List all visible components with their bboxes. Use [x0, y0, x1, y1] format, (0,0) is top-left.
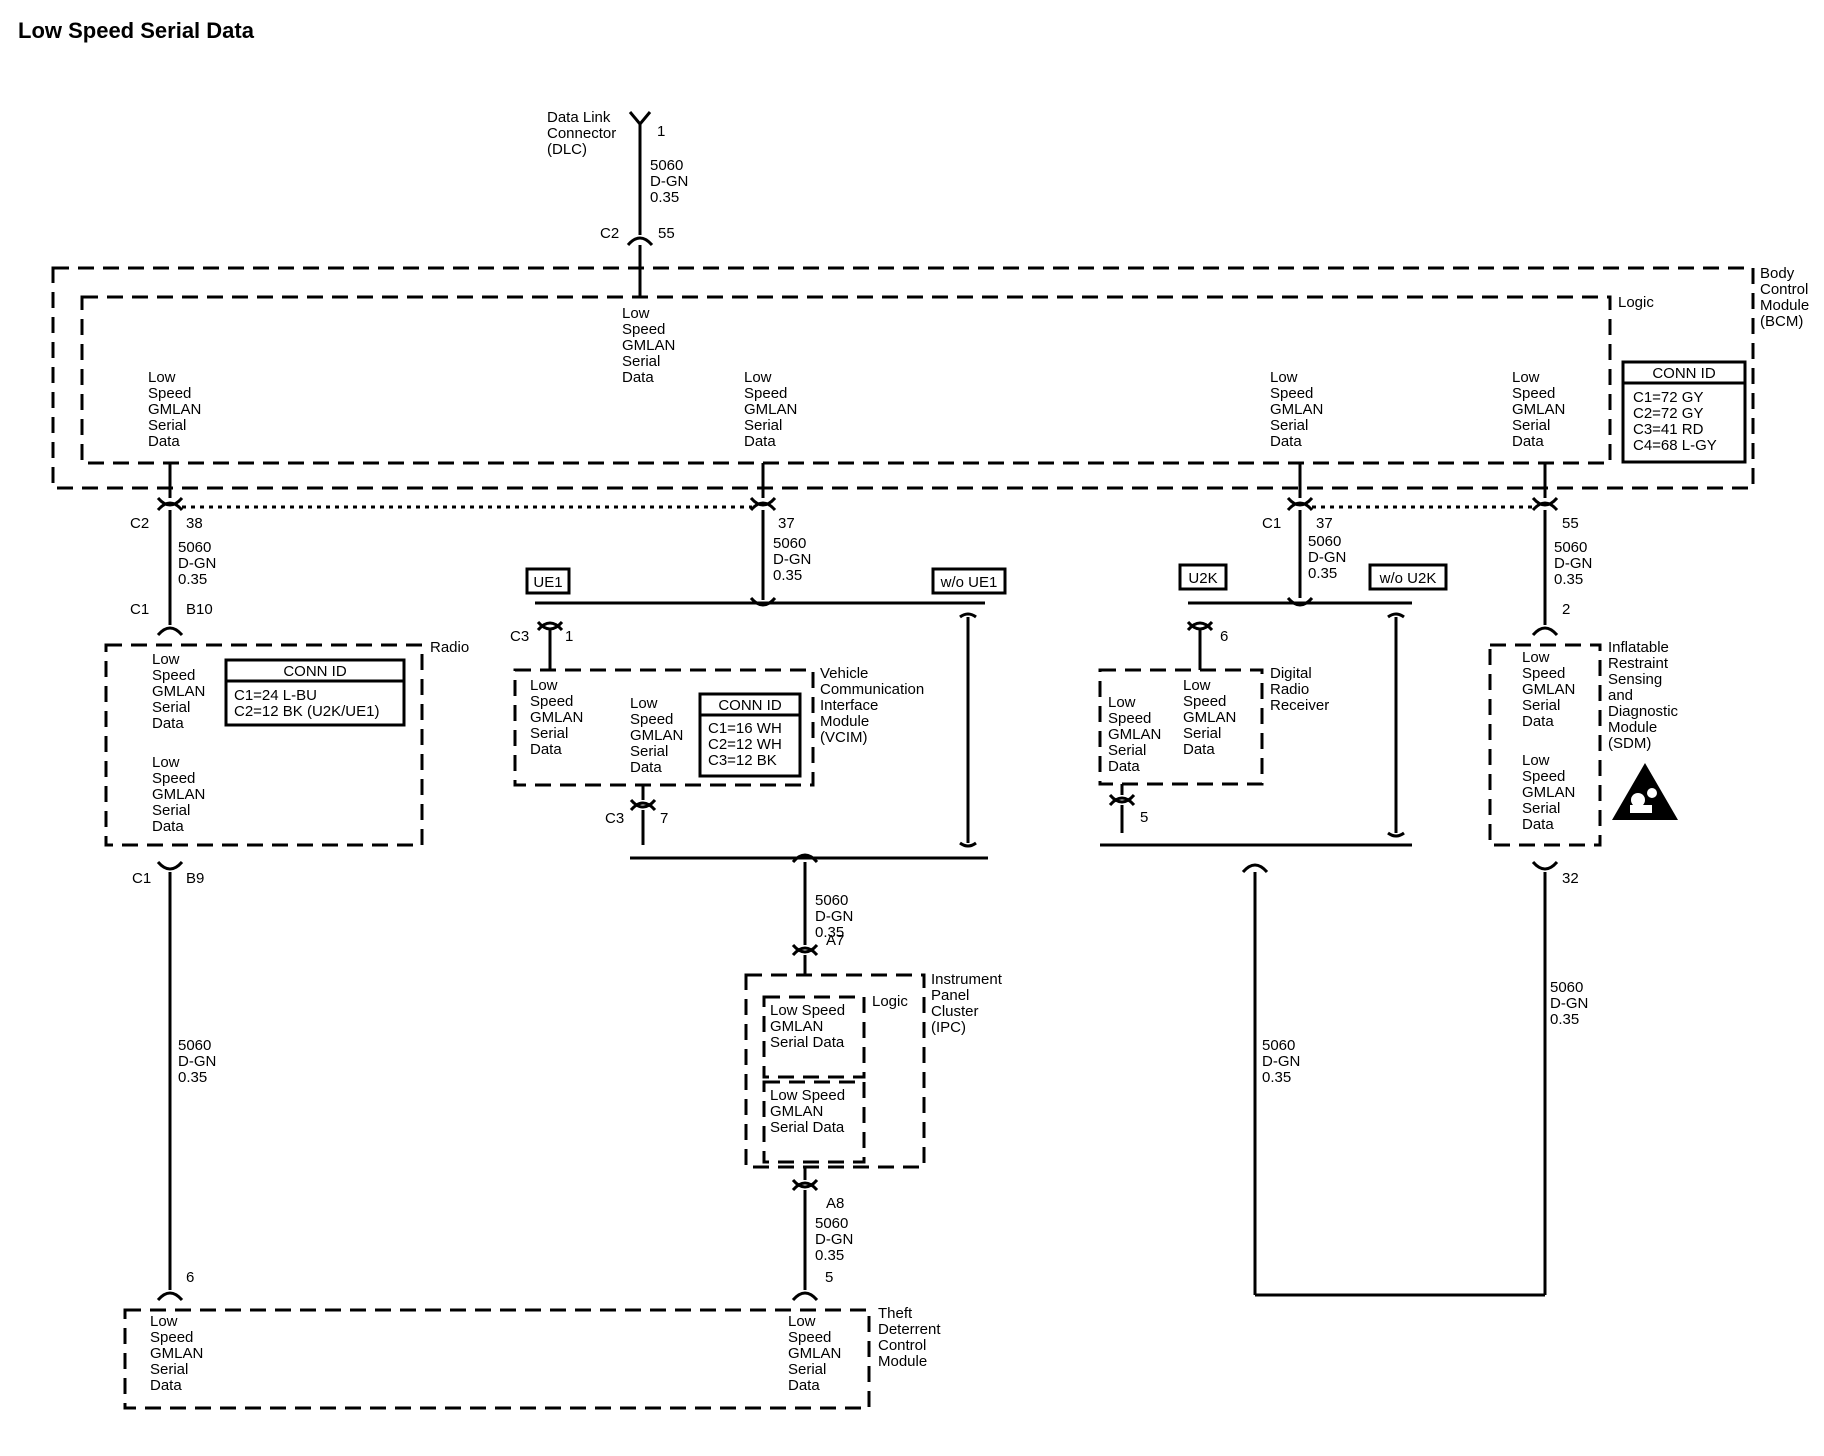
option-u2k: U2K	[1188, 570, 1217, 587]
ipc-label: Instrument Panel Cluster (IPC)	[931, 971, 1006, 1036]
tdcm-pin-right: 5	[825, 1269, 833, 1286]
option-u2k-box	[1178, 563, 1228, 591]
bcm-conn-c1: C1	[1262, 515, 1281, 532]
sdm-pin-in: 2	[1562, 601, 1570, 618]
bcm-top-pin: 55	[658, 225, 675, 242]
sdm-lsd-in: Low Speed GMLAN Serial Data	[1522, 649, 1580, 730]
vcim-module-box	[513, 668, 815, 787]
wire-label-sdm-out: 5060 D-GN 0.35	[1550, 979, 1593, 1028]
ipc-pin-in: A7	[826, 932, 844, 949]
vcim-conn-id-box	[698, 692, 802, 778]
radio-pin-out: B9	[186, 870, 204, 887]
tdcm-lsd-right: Low Speed GMLAN Serial Data	[788, 1313, 846, 1394]
vcim-conn-id-rows: C1=16 WH C2=12 WH C3=12 BK	[708, 720, 786, 769]
wire-label-radio-out: 5060 D-GN 0.35	[178, 1037, 221, 1086]
radio-label: Radio	[430, 639, 469, 656]
sdm-lsd-out: Low Speed GMLAN Serial Data	[1522, 752, 1580, 833]
ipc-lsd-out: Low Speed GMLAN Serial Data	[770, 1087, 849, 1136]
airbag-warning-icon	[1612, 763, 1678, 820]
bcm-lsd-vcim: Low Speed GMLAN Serial Data	[744, 369, 802, 450]
radio-module-box	[104, 643, 424, 847]
bcm-pin-drr: 37	[1316, 515, 1333, 532]
radio-conn-in: C1	[130, 601, 149, 618]
drr-module-box	[1098, 668, 1264, 786]
wire-label-ipc-in: 5060 D-GN 0.35	[815, 892, 858, 941]
wire-label-dlc: 5060 D-GN 0.35	[650, 157, 693, 206]
dlc-pin: 1	[657, 123, 665, 140]
dlc-label: Data Link Connector (DLC)	[547, 109, 620, 158]
drr-lsd-out: Low Speed GMLAN Serial Data	[1108, 694, 1166, 775]
page-title: Low Speed Serial Data	[18, 18, 255, 43]
bcm-pin-sdm: 55	[1562, 515, 1579, 532]
option-wo-ue1-box	[931, 567, 1007, 595]
option-wo-ue1: w/o UE1	[940, 574, 998, 591]
wire-label-radio-in: 5060 D-GN 0.35	[178, 539, 221, 588]
radio-conn-id-title: CONN ID	[283, 663, 347, 680]
bcm-conn-id-title: CONN ID	[1652, 365, 1716, 382]
bcm-conn-c2: C2	[130, 515, 149, 532]
wire-label-drr-out: 5060 D-GN 0.35	[1262, 1037, 1305, 1086]
tdcm-module-box	[123, 1308, 871, 1410]
vcim-lsd-in: Low Speed GMLAN Serial Data	[530, 677, 588, 758]
bcm-lsd-radio: Low Speed GMLAN Serial Data	[148, 369, 206, 450]
bcm-label: Body Control Module (BCM)	[1760, 265, 1813, 330]
ipc-logic-box-upper	[762, 995, 866, 1079]
wire-label-drr-in: 5060 D-GN 0.35	[1308, 533, 1351, 582]
option-ue1-box	[525, 567, 571, 595]
vcim-pin-in: 1	[565, 628, 573, 645]
wire-label-ipc-out: 5060 D-GN 0.35	[815, 1215, 858, 1264]
wire-label-sdm-in: 5060 D-GN 0.35	[1554, 539, 1597, 588]
drr-pin-out: 5	[1140, 809, 1148, 826]
vcim-conn-id-title: CONN ID	[718, 697, 782, 714]
bcm-top-conn: C2	[600, 225, 619, 242]
vcim-conn-out: C3	[605, 810, 624, 827]
ipc-lsd-in: Low Speed GMLAN Serial Data	[770, 1002, 849, 1051]
wire-network	[168, 124, 1547, 1297]
option-wo-u2k-box	[1368, 563, 1448, 591]
vcim-pin-out: 7	[660, 810, 668, 827]
radio-conn-out: C1	[132, 870, 151, 887]
connector-symbols	[156, 111, 1559, 1302]
bcm-logic-label: Logic	[1618, 294, 1654, 311]
vcim-label: Vehicle Communication Interface Module (…	[820, 665, 928, 746]
ipc-logic-box-lower	[762, 1080, 866, 1164]
drr-lsd-in: Low Speed GMLAN Serial Data	[1183, 677, 1241, 758]
tdcm-label: Theft Deterrent Control Module	[878, 1305, 945, 1370]
ipc-pin-out: A8	[826, 1195, 844, 1212]
sdm-pin-out: 32	[1562, 870, 1579, 887]
bcm-lsd-drr: Low Speed GMLAN Serial Data	[1270, 369, 1328, 450]
radio-lsd-out: Low Speed GMLAN Serial Data	[152, 754, 210, 835]
wire-label-vcim-in: 5060 D-GN 0.35	[773, 535, 816, 584]
bcm-conn-id-rows: C1=72 GY C2=72 GY C3=41 RD C4=68 L-GY	[1633, 389, 1717, 454]
tdcm-pin-left: 6	[186, 1269, 194, 1286]
sdm-label: Inflatable Restraint Sensing and Diagnos…	[1608, 639, 1682, 752]
tdcm-lsd-left: Low Speed GMLAN Serial Data	[150, 1313, 208, 1394]
radio-conn-id-rows: C1=24 L-BU C2=12 BK (U2K/UE1)	[234, 687, 379, 720]
bcm-lsd-sdm: Low Speed GMLAN Serial Data	[1512, 369, 1570, 450]
bcm-module-box	[51, 266, 1755, 490]
bcm-lsd-top: Low Speed GMLAN Serial Data	[622, 305, 680, 386]
drr-pin-in: 6	[1220, 628, 1228, 645]
bcm-conn-id-box	[1621, 360, 1747, 464]
bcm-pin-vcim: 37	[778, 515, 795, 532]
vcim-lsd-out: Low Speed GMLAN Serial Data	[630, 695, 688, 776]
option-wo-u2k: w/o U2K	[1379, 570, 1437, 587]
ipc-module-box	[744, 973, 926, 1169]
radio-conn-id-box	[224, 658, 406, 727]
option-ue1: UE1	[533, 574, 562, 591]
radio-lsd-in: Low Speed GMLAN Serial Data	[152, 651, 210, 732]
radio-pin-in: B10	[186, 601, 213, 618]
vcim-conn-in: C3	[510, 628, 529, 645]
ipc-logic-label: Logic	[872, 993, 908, 1010]
sdm-module-box	[1488, 643, 1602, 847]
drr-label: Digital Radio Receiver	[1270, 665, 1329, 714]
bcm-pin-radio: 38	[186, 515, 203, 532]
bcm-logic-box	[80, 295, 1612, 465]
